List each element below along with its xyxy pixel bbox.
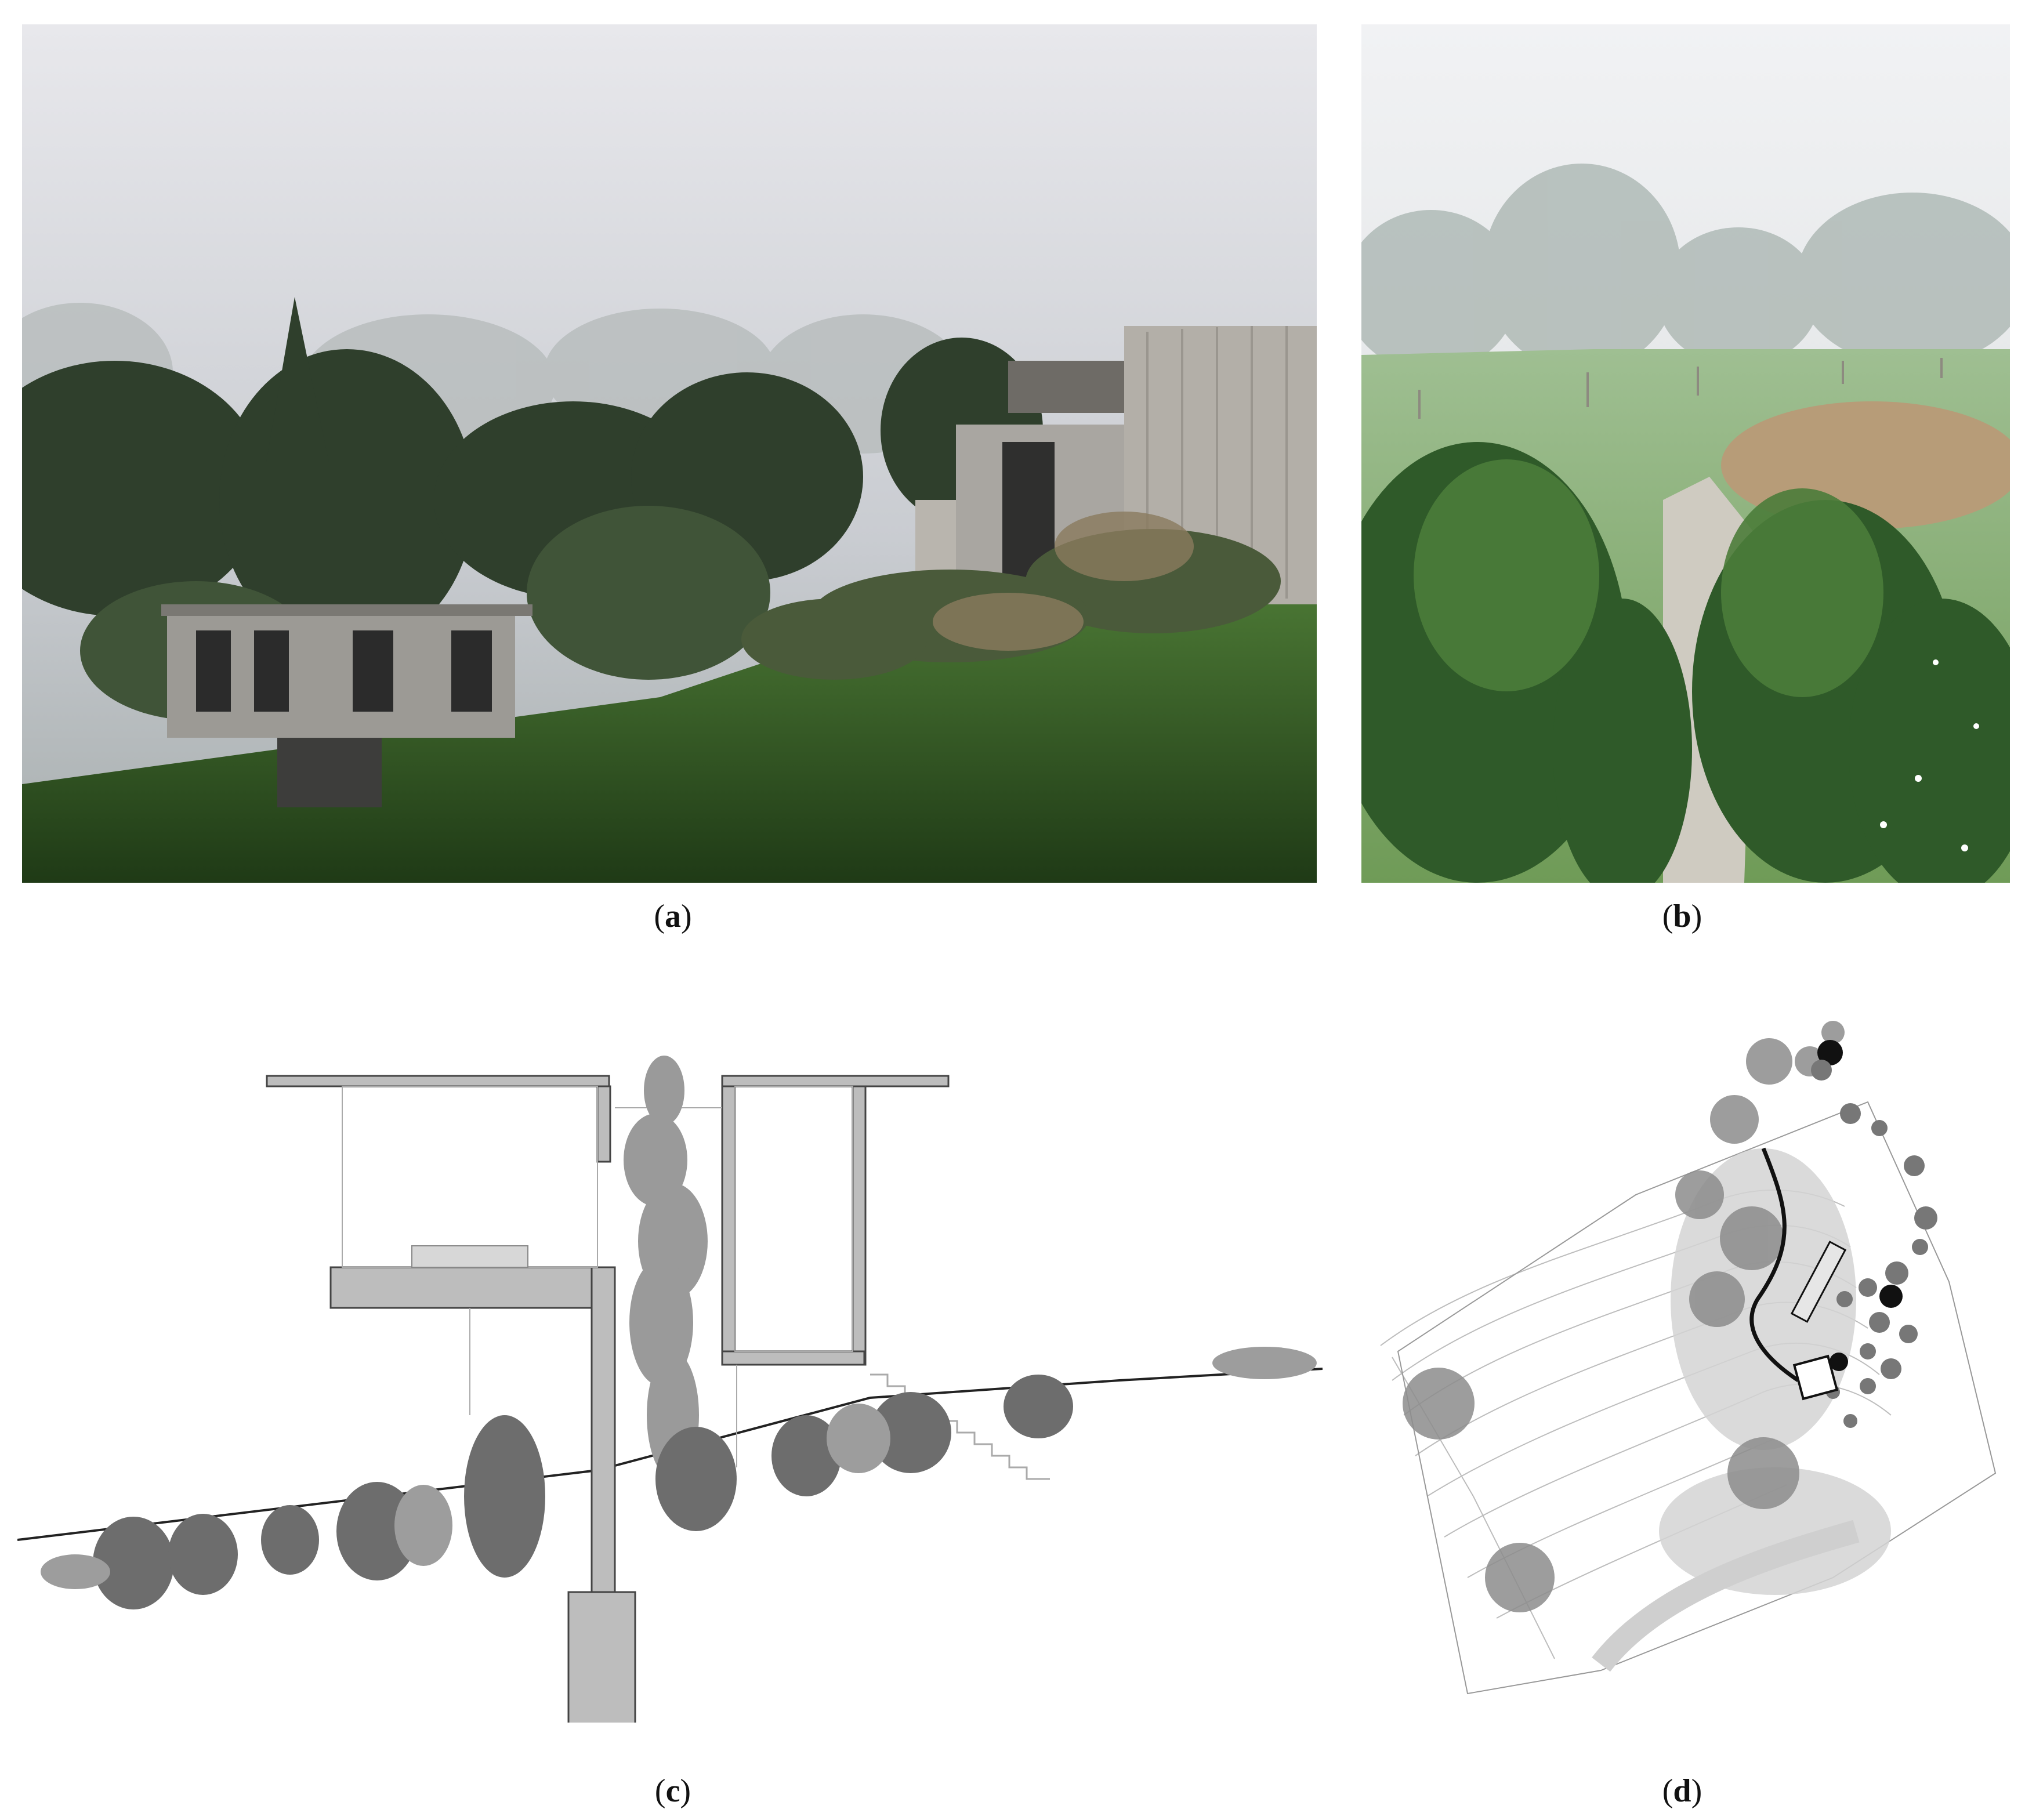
section-drawing-illustration xyxy=(17,1056,1323,1723)
caption-d: (d) xyxy=(1662,1773,1702,1809)
photo-a-illustration xyxy=(22,24,1317,883)
section-drawing xyxy=(17,974,1323,1723)
caption-b: (b) xyxy=(1662,898,1702,934)
site-plan-drawing xyxy=(1357,974,2007,1723)
photo-garden-path xyxy=(1361,24,2010,883)
photo-b-illustration xyxy=(1361,24,2010,883)
site-plan-illustration xyxy=(1380,1021,1997,1695)
photo-foggy-houses xyxy=(22,24,1317,883)
caption-a: (a) xyxy=(654,898,692,934)
caption-c: (c) xyxy=(654,1773,691,1809)
